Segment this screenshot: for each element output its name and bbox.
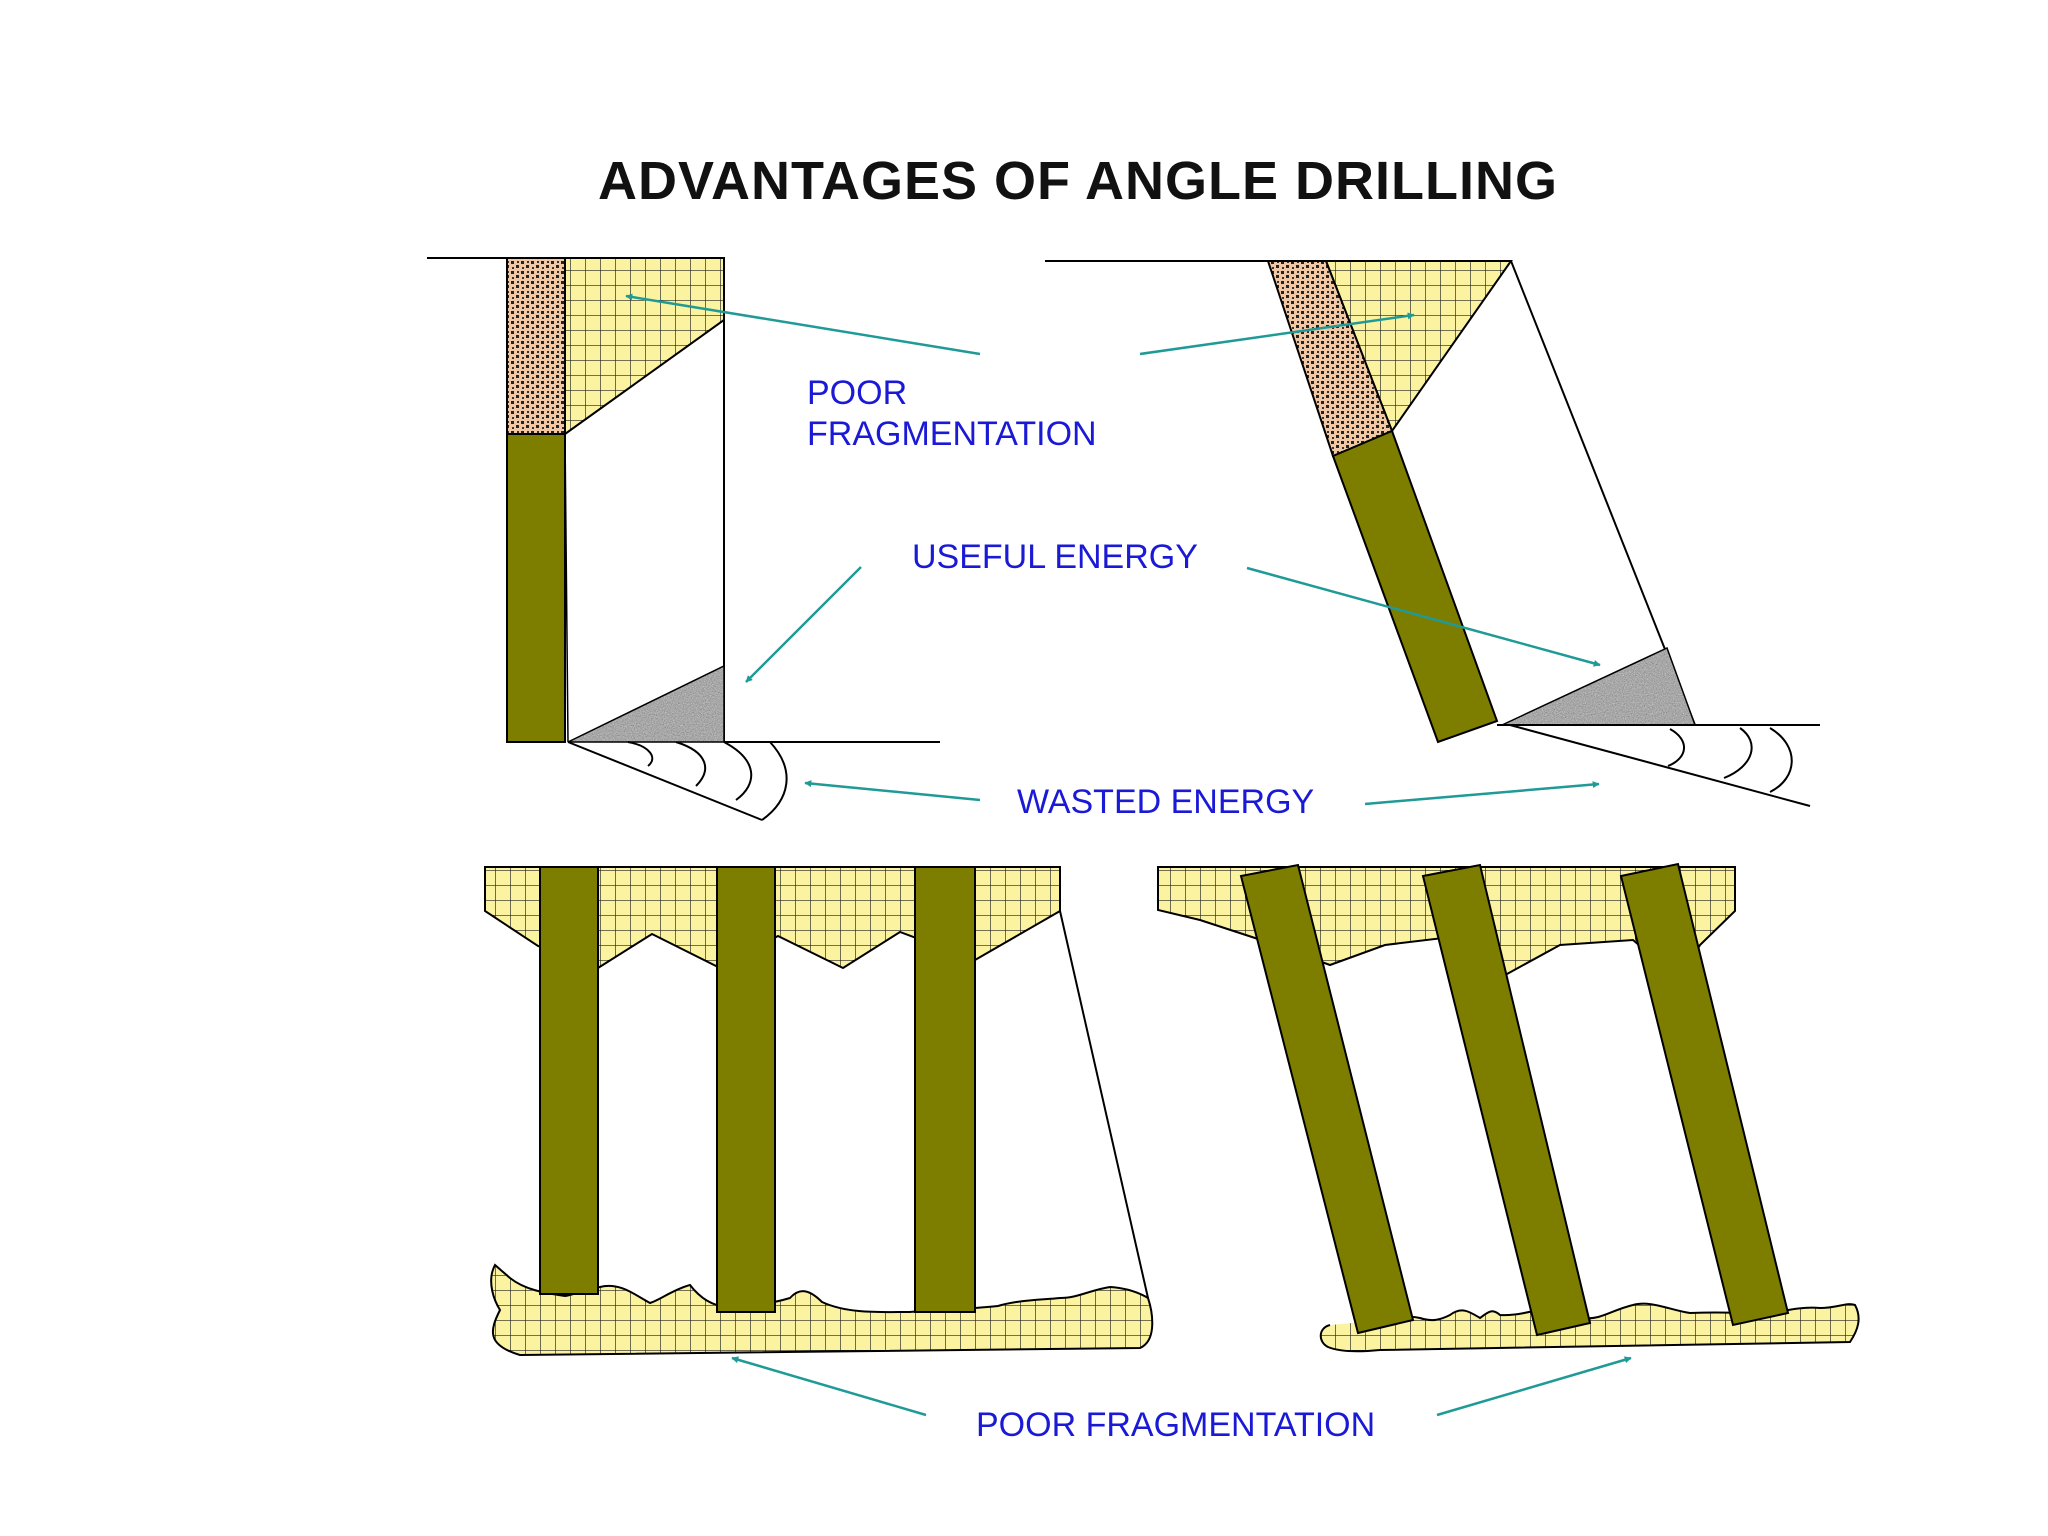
bench-face-line (1059, 910, 1149, 1299)
bottom-poor-fragmentation-zone (490, 1263, 1154, 1357)
top-left-vertical-hole-section (427, 257, 940, 821)
diagram-title: ADVANTAGES OF ANGLE DRILLING (598, 151, 1558, 211)
label-poor-fragmentation-bottom: POOR FRAGMENTATION (976, 1406, 1376, 1444)
explosive-column-1 (1239, 863, 1415, 1335)
explosive-column (1331, 429, 1499, 744)
label-poor-fragmentation-top-line2: FRAGMENTATION (807, 415, 1097, 453)
wasted-energy-arcs (627, 741, 788, 821)
arrow-to-right-wasted-energy (1364, 781, 1600, 806)
explosive-column-2 (1421, 863, 1592, 1337)
label-useful-energy: USEFUL ENERGY (912, 538, 1198, 576)
arrow-to-top-right-poor-fragmentation (1139, 312, 1415, 356)
stemming-plug (506, 257, 566, 435)
arrow-to-bottom-right-poor-fragmentation (1436, 1356, 1632, 1417)
explosive-column-2 (716, 866, 776, 1313)
arrow-to-top-left-poor-fragmentation (625, 293, 981, 356)
arrow-to-right-useful-energy (1246, 566, 1601, 667)
subdrill-line (1509, 724, 1811, 807)
arrow-to-bottom-left-poor-fragmentation (731, 1356, 927, 1417)
wasted-energy-arcs (1667, 727, 1793, 793)
arrow-to-left-useful-energy (745, 566, 862, 683)
explosive-column-3 (914, 866, 976, 1313)
explosive-column-3 (1619, 862, 1790, 1327)
explosive-column-1 (539, 866, 599, 1295)
bottom-left-vertical-holes-bench (484, 866, 1154, 1357)
bottom-poor-fragmentation-zone (1319, 1302, 1860, 1353)
bottom-right-angled-holes-bench (1157, 862, 1860, 1353)
arrow-to-left-wasted-energy (804, 780, 981, 802)
poor-fragmentation-zone (564, 257, 725, 436)
subdrill-line (567, 741, 763, 821)
label-poor-fragmentation-top-line1: POOR (807, 374, 908, 412)
top-right-angled-hole-section (1045, 260, 1820, 807)
explosive-column (506, 433, 566, 743)
useful-energy-zone (1501, 646, 1697, 726)
pointer-arrows (625, 293, 1632, 1417)
label-wasted-energy: WASTED ENERGY (1017, 783, 1315, 821)
bench-face-line (1510, 260, 1696, 726)
useful-energy-zone (567, 664, 725, 743)
